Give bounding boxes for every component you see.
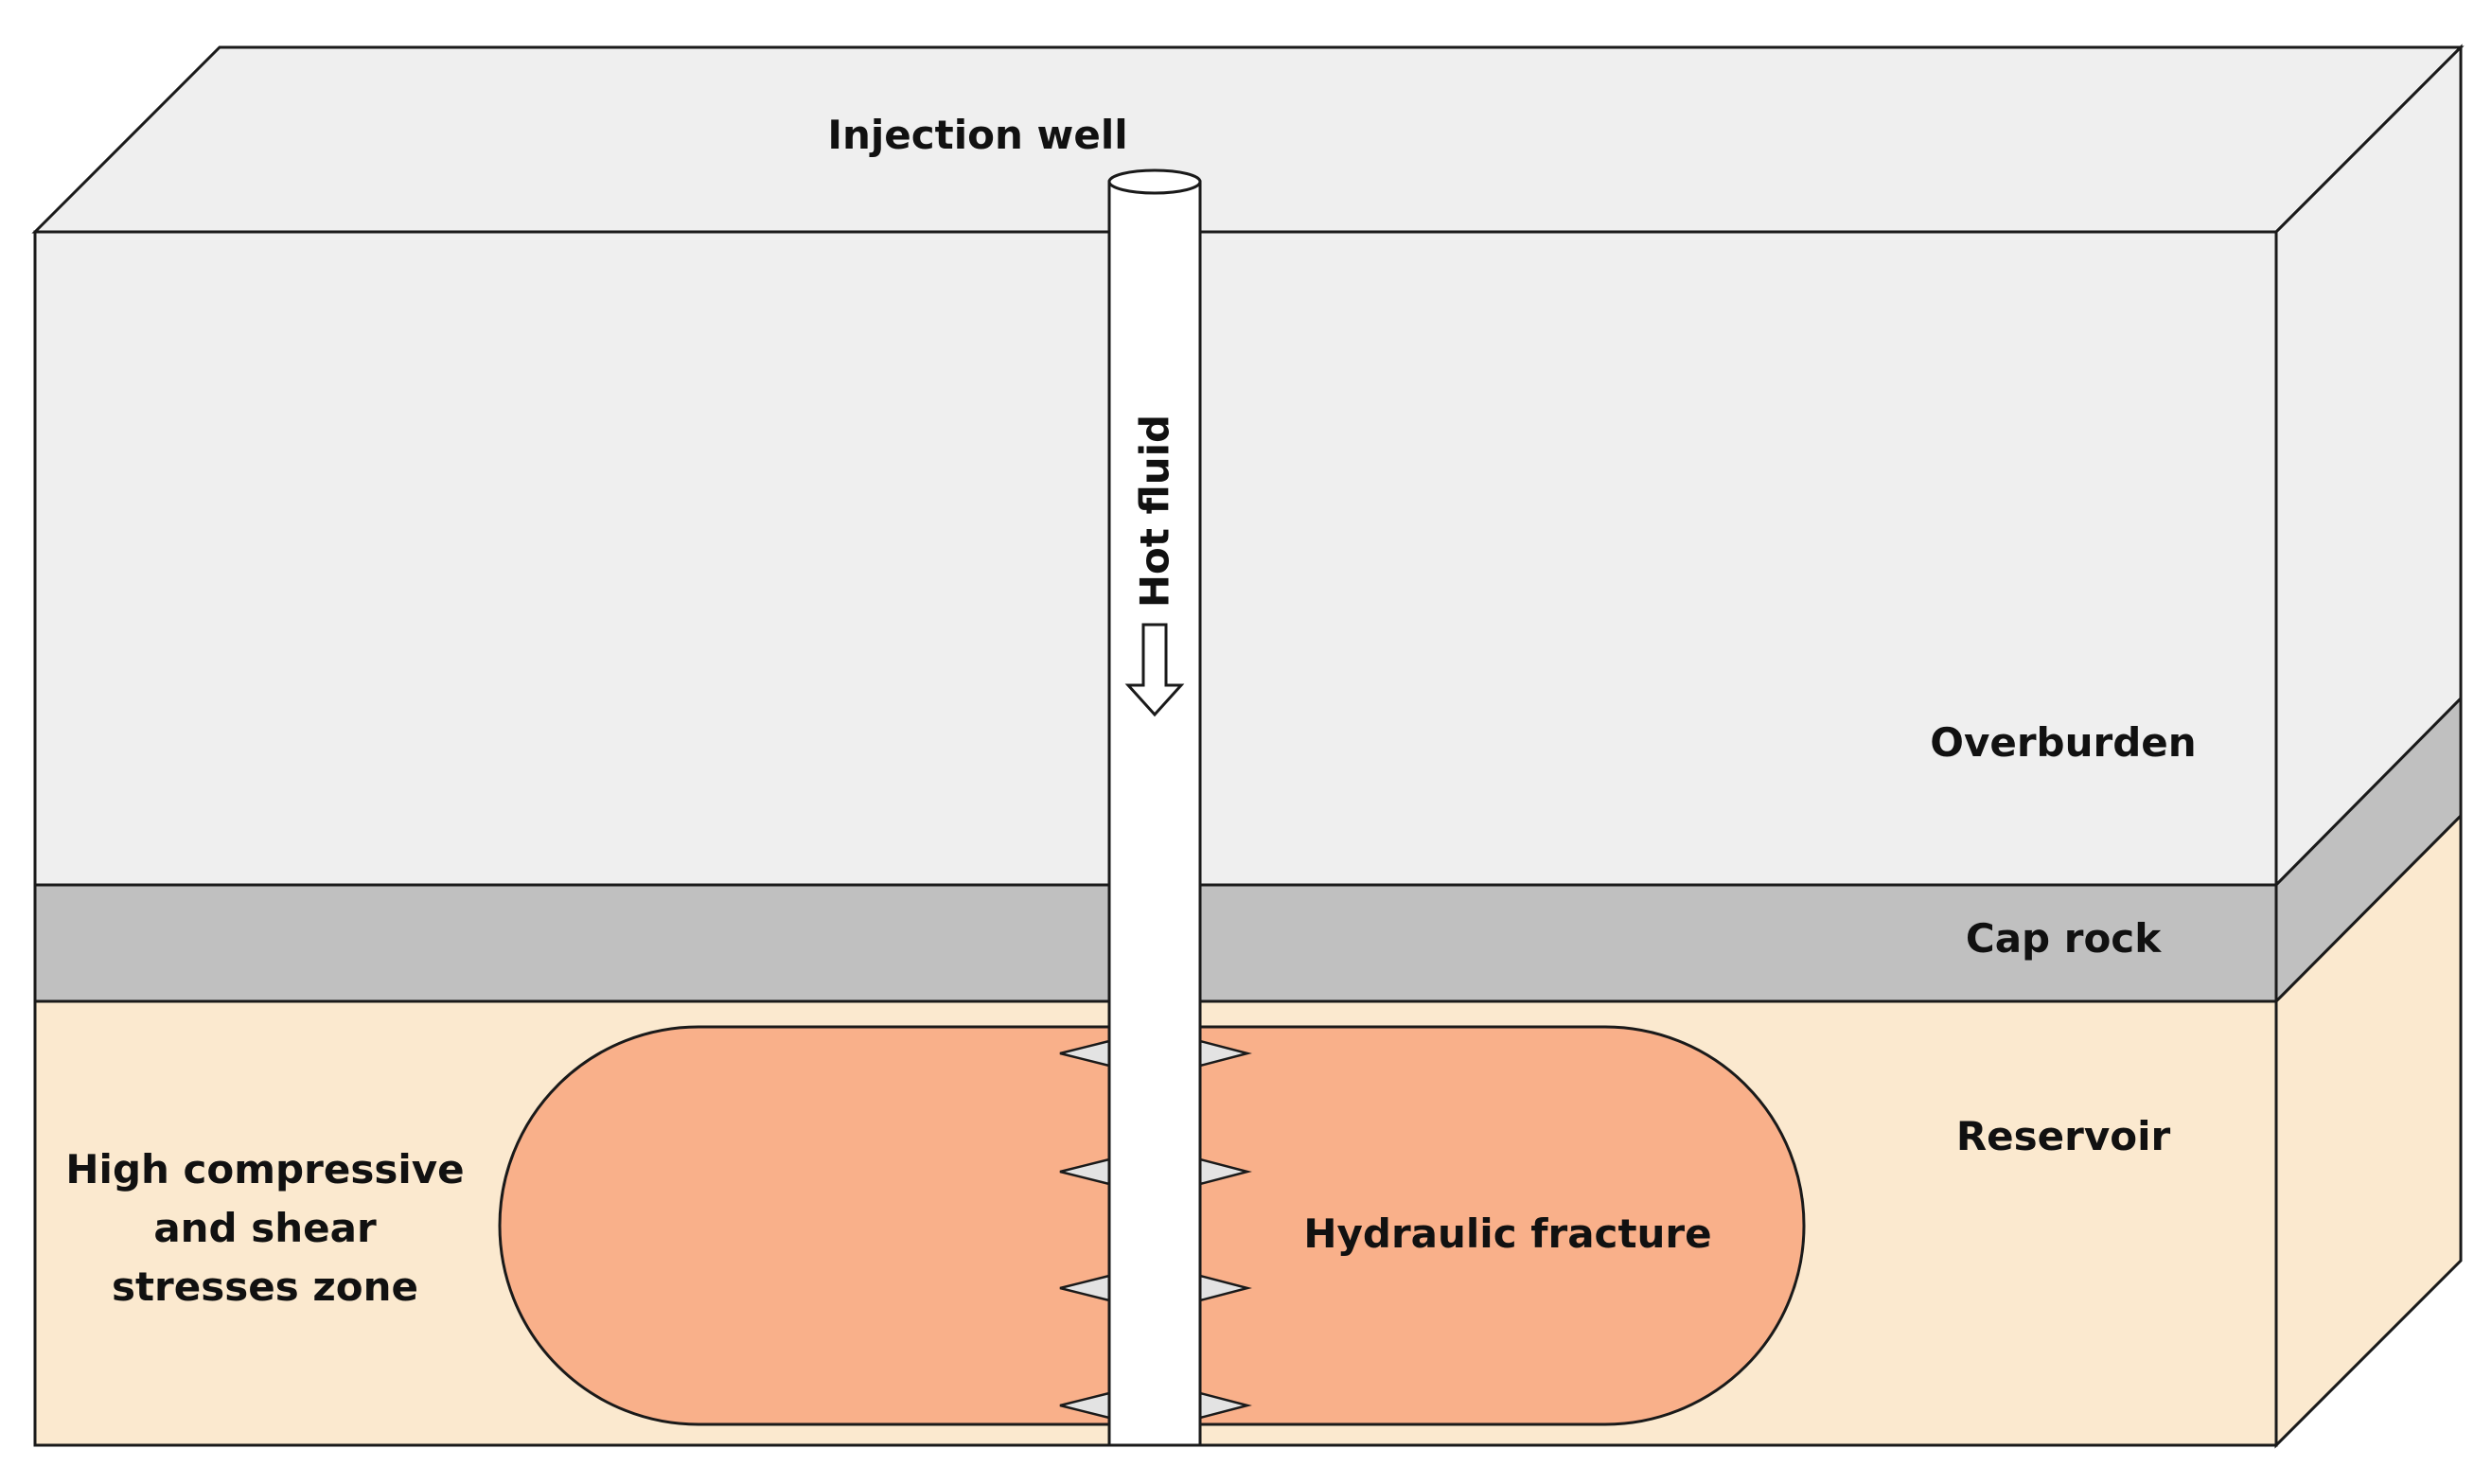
stress-zone-label-line-1: High compressive (65, 1146, 464, 1192)
well-pipe-top (1107, 168, 1202, 195)
flow-down-arrow-icon (1124, 623, 1185, 717)
overburden-label: Overburden (1930, 719, 2196, 766)
reservoir-label: Reservoir (1956, 1113, 2171, 1159)
injection-well-label: Injection well (827, 112, 1127, 158)
stress-zone-label-line-2: and shear (153, 1205, 377, 1251)
hot-fluid-label: Hot fluid (1132, 415, 1178, 608)
injection-well-pipe (1107, 168, 1202, 1447)
well-pipe-body (1107, 180, 1202, 1447)
block-top-face (31, 45, 2465, 234)
cap-rock-label: Cap rock (1966, 915, 2162, 962)
stress-zone-label-line-3: stresses zone (112, 1263, 418, 1310)
hydraulic-fracture-label: Hydraulic fracture (1303, 1210, 1711, 1257)
